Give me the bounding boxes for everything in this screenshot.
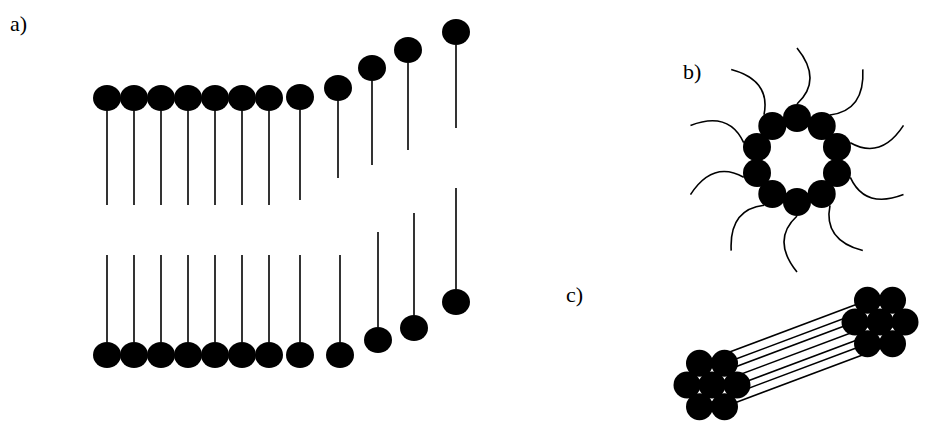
panel-label: b): [683, 60, 701, 84]
cylinder-far-heads: [842, 287, 919, 357]
panel-label: c): [566, 283, 583, 307]
micelle-tails: [691, 48, 904, 272]
panel-label-holder: c): [566, 283, 583, 307]
micelle-heads: [743, 104, 851, 216]
panel-label-holder: a): [10, 12, 27, 36]
bilayer-heads: [93, 19, 470, 368]
cylinder-near-heads: [674, 350, 751, 420]
panel-label: a): [10, 12, 27, 36]
bilayer-tails: [107, 45, 456, 342]
panel-label-holder: b): [683, 60, 701, 84]
cylinder-tails: [687, 300, 905, 406]
